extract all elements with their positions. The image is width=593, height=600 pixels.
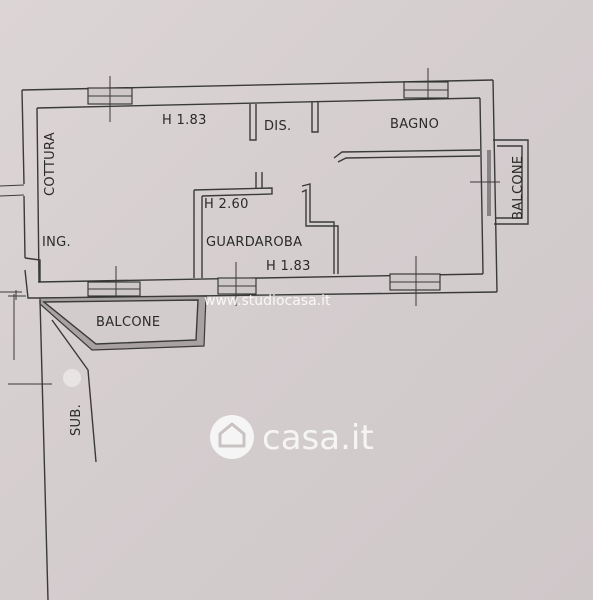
label-ingresso: ING. [42,235,71,250]
windows [87,68,500,306]
interior-walls [193,102,491,278]
top-wall-inner [36,97,481,109]
label-height-guardaroba-top: H 2.60 [204,197,249,212]
label-balcone-right: BALCONE [511,156,526,220]
label-dis: DIS. [264,119,291,134]
guardaroba-wall-right-outer [301,183,335,274]
smudge [63,369,81,387]
balcone-bottom-inner [42,299,199,345]
left-wall-outer-mid [23,195,26,259]
left-wall-inner [36,107,40,283]
guardaroba-wall-top [193,187,273,197]
guardaroba-wall-right-inner [301,188,339,274]
bagno-wall-bottom-top [333,149,481,159]
right-wall-outer [492,79,498,293]
label-cottura: COTTURA [43,132,58,196]
watermark-logo: casa.it [210,415,374,459]
sub-line-outer [39,299,49,600]
label-guardaroba: GUARDAROBA [206,235,302,250]
sub-line-inner [51,319,97,463]
left-wall-jog [24,257,41,282]
watermark-brand: casa.it [262,418,374,458]
sub-area-lines [8,299,97,600]
dis-wall-right [311,102,319,133]
label-balcone-bottom: BALCONE [96,315,160,330]
dis-wall-left [249,104,257,141]
house-logo-icon [210,415,254,459]
guardaroba-post [255,172,263,188]
left-wall-corner [24,269,40,299]
left-wall-outer-top [21,89,25,185]
bagno-wall-bottom-bottom [337,155,481,163]
right-wall-inner [479,97,484,275]
entry-stub [0,184,25,197]
label-bagno: BAGNO [390,117,439,132]
cross-mark-left [8,290,26,300]
balcone-bottom [39,295,207,351]
right-door-jamb [487,150,491,216]
label-height-guardaroba-bottom: H 1.83 [266,259,311,274]
label-sub: SUB. [69,404,84,436]
label-height-main: H 1.83 [162,113,207,128]
watermark-site: www.studiocasa.it [204,293,331,309]
balcone-right [493,139,529,225]
